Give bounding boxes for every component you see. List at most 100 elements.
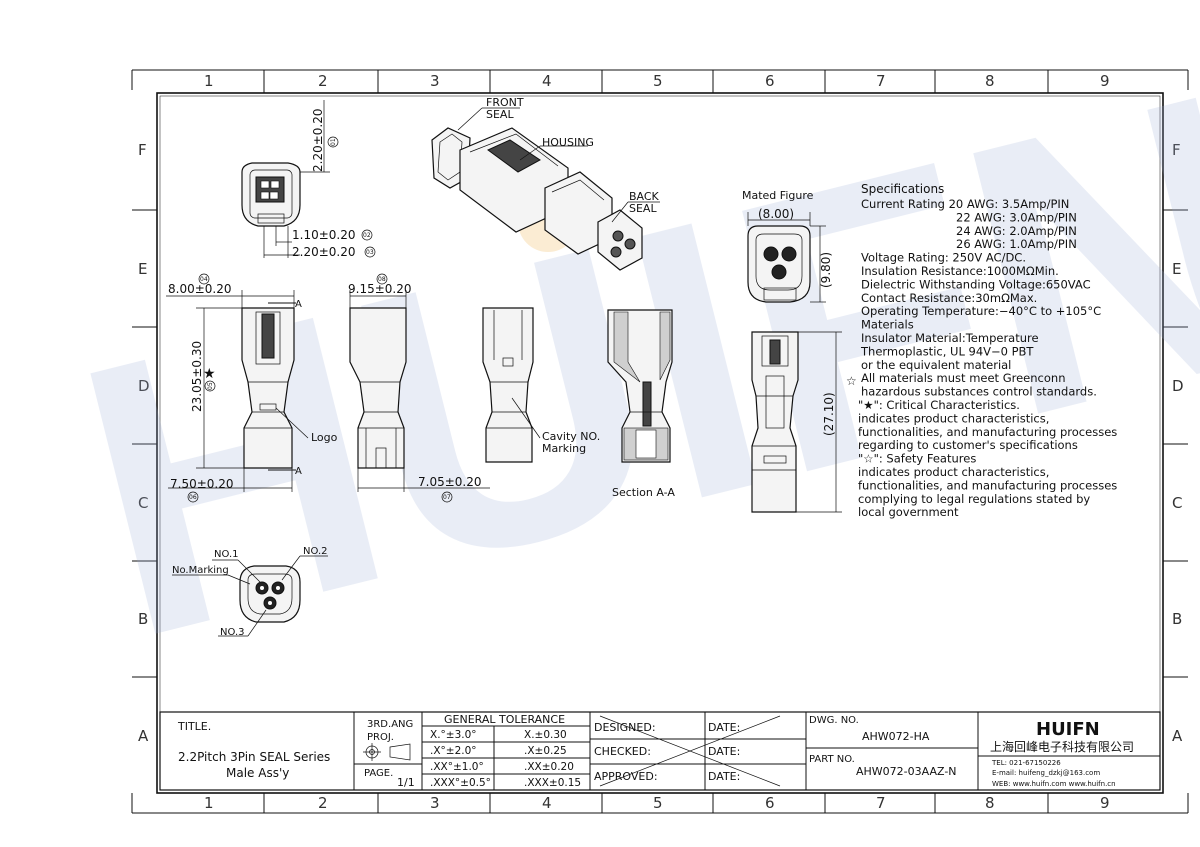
company-web: WEB: www.huifn.com www.huifn.cn	[992, 780, 1116, 788]
tolerance-linear: .XXX±0.15	[524, 777, 581, 789]
dim-08-text: 9.15±0.20	[348, 282, 412, 296]
dim-05-balloon	[204, 380, 216, 392]
dim-01-balloon-text: 01	[330, 138, 337, 146]
callout-cavity-marking-1: Cavity NO.	[542, 430, 600, 443]
inner-border	[156, 92, 1164, 794]
callout-front-seal-1: FRONT	[486, 96, 524, 109]
spec-line: indicates product characteristics,	[858, 411, 1049, 425]
zone-column-label: 7	[876, 794, 886, 812]
spec-line: 24 AWG: 2.0Amp/PIN	[956, 224, 1077, 238]
zone-column-label: 7	[876, 72, 886, 90]
callout-no-marking: No.Marking	[172, 565, 229, 576]
mated-width-dim: (8.00)	[758, 207, 794, 221]
dim-08-balloon-text: 08	[378, 276, 386, 283]
zone-column-label: 4	[542, 794, 552, 812]
zone-column-label: 5	[653, 72, 663, 90]
dim-05-balloon-text: 05	[207, 382, 214, 390]
zone-column-label: 9	[1100, 794, 1110, 812]
tolerance-angle: .X°±2.0°	[430, 745, 477, 757]
spec-line: "☆": Safety Features	[858, 452, 976, 466]
zone-column-label: 1	[204, 72, 214, 90]
callout-housing: HOUSING	[542, 136, 594, 149]
zone-column-label: 2	[318, 72, 328, 90]
callout-no1: NO.1	[214, 549, 239, 560]
tolerance-linear: X.±0.30	[524, 729, 567, 741]
section-label: Section A-A	[612, 486, 675, 499]
dim-07-balloon	[441, 491, 453, 503]
spec-line: functionalities, and manufacturing proce…	[858, 425, 1117, 439]
callout-front-seal-2: SEAL	[486, 108, 514, 121]
company-tel: TEL: 021-67150226	[991, 759, 1061, 767]
zone-column-label: 3	[430, 794, 440, 812]
spec-line: complying to legal regulations stated by	[858, 492, 1090, 506]
proj-label-2: PROJ.	[367, 732, 394, 743]
dim-03-balloon-text: 03	[366, 249, 374, 256]
spec-line: Operating Temperature:−40°C to +105°C	[861, 304, 1101, 318]
isometric-view	[431, 107, 660, 271]
spec-line: 26 AWG: 1.0Amp/PIN	[956, 237, 1077, 251]
tolerance-linear: .XX±0.20	[524, 761, 574, 773]
dim-02-balloon-text: 02	[363, 232, 371, 239]
zone-row-label: A	[1172, 727, 1183, 745]
title-line-2: Male Ass'y	[226, 766, 289, 780]
approved-date-label: DATE:	[708, 770, 740, 783]
spec-line: hazardous substances control standards.	[861, 385, 1097, 399]
zone-column-label: 8	[985, 794, 995, 812]
dim-02-balloon	[361, 229, 373, 241]
section-marker-top: A	[295, 299, 302, 310]
spec-line: regarding to customer's specifications	[858, 438, 1078, 452]
designed-date-label: DATE:	[708, 721, 740, 734]
dim-08-balloon	[376, 273, 388, 285]
part-no-label: PART NO.	[809, 754, 855, 765]
spec-line: Dielectric Withstanding Voltage:650VAC	[861, 277, 1091, 291]
spec-line: Current Rating 20 AWG: 3.5Amp/PIN	[861, 197, 1069, 211]
safety-star-icon: ☆	[846, 374, 857, 388]
zone-row-label: A	[138, 727, 149, 745]
callout-back-seal-1: BACK	[629, 190, 660, 203]
tolerance-angle: X.°±3.0°	[430, 729, 477, 741]
specifications-heading: Specifications	[861, 182, 944, 196]
mated-figure-label: Mated Figure	[742, 189, 814, 202]
section-marker-bottom: A	[295, 466, 302, 477]
dim-06-balloon-text: 06	[189, 494, 197, 501]
zone-column-label: 9	[1100, 72, 1110, 90]
title-label: TITLE.	[177, 720, 211, 733]
zone-row-label: B	[1172, 610, 1182, 628]
side-view-3	[482, 307, 541, 463]
zone-row-label: D	[1172, 377, 1184, 395]
zone-column-label: 6	[765, 794, 775, 812]
dim-01-balloon	[327, 136, 339, 148]
zone-row-label: C	[1172, 494, 1182, 512]
tolerance-header: GENERAL TOLERANCE	[444, 713, 565, 726]
spec-line: Materials	[861, 318, 914, 332]
company-logo: HUIFN	[1036, 719, 1100, 740]
dim-03-balloon	[364, 246, 376, 258]
spec-line: Contact Resistance:30mΩMax.	[861, 291, 1037, 305]
spec-line: or the equivalent material	[861, 358, 1011, 372]
spec-line: functionalities, and manufacturing proce…	[858, 478, 1117, 492]
zone-column-label: 8	[985, 72, 995, 90]
zone-row-label: D	[138, 377, 150, 395]
pin-numbering-view	[172, 555, 328, 637]
critical-star-icon: ★	[203, 366, 216, 382]
spec-line: local government	[858, 505, 959, 519]
zone-row-label: C	[138, 494, 148, 512]
spec-line: Insulator Material:Temperature	[861, 331, 1039, 345]
title-block	[159, 711, 1161, 791]
callout-back-seal-2: SEAL	[629, 202, 657, 215]
dim-05-text: 23.05±0.30	[190, 341, 204, 412]
tolerance-angle: .XX°±1.0°	[430, 761, 484, 773]
dim-04-balloon-text: 04	[200, 276, 208, 283]
dim-01-text: 2.20±0.20	[311, 109, 325, 173]
designed-label: DESIGNED:	[594, 721, 656, 734]
dim-06-balloon	[187, 491, 199, 503]
mated-height-dim: (9.80)	[819, 252, 833, 288]
proj-label-1: 3RD.ANG	[367, 719, 413, 730]
dwg-no-value: AHW072-HA	[862, 730, 930, 743]
mated-length-dim: (27.10)	[822, 392, 836, 436]
zone-column-label: 5	[653, 794, 663, 812]
callout-cavity-marking-2: Marking	[542, 442, 586, 455]
tolerance-linear: .X±0.25	[524, 745, 567, 757]
